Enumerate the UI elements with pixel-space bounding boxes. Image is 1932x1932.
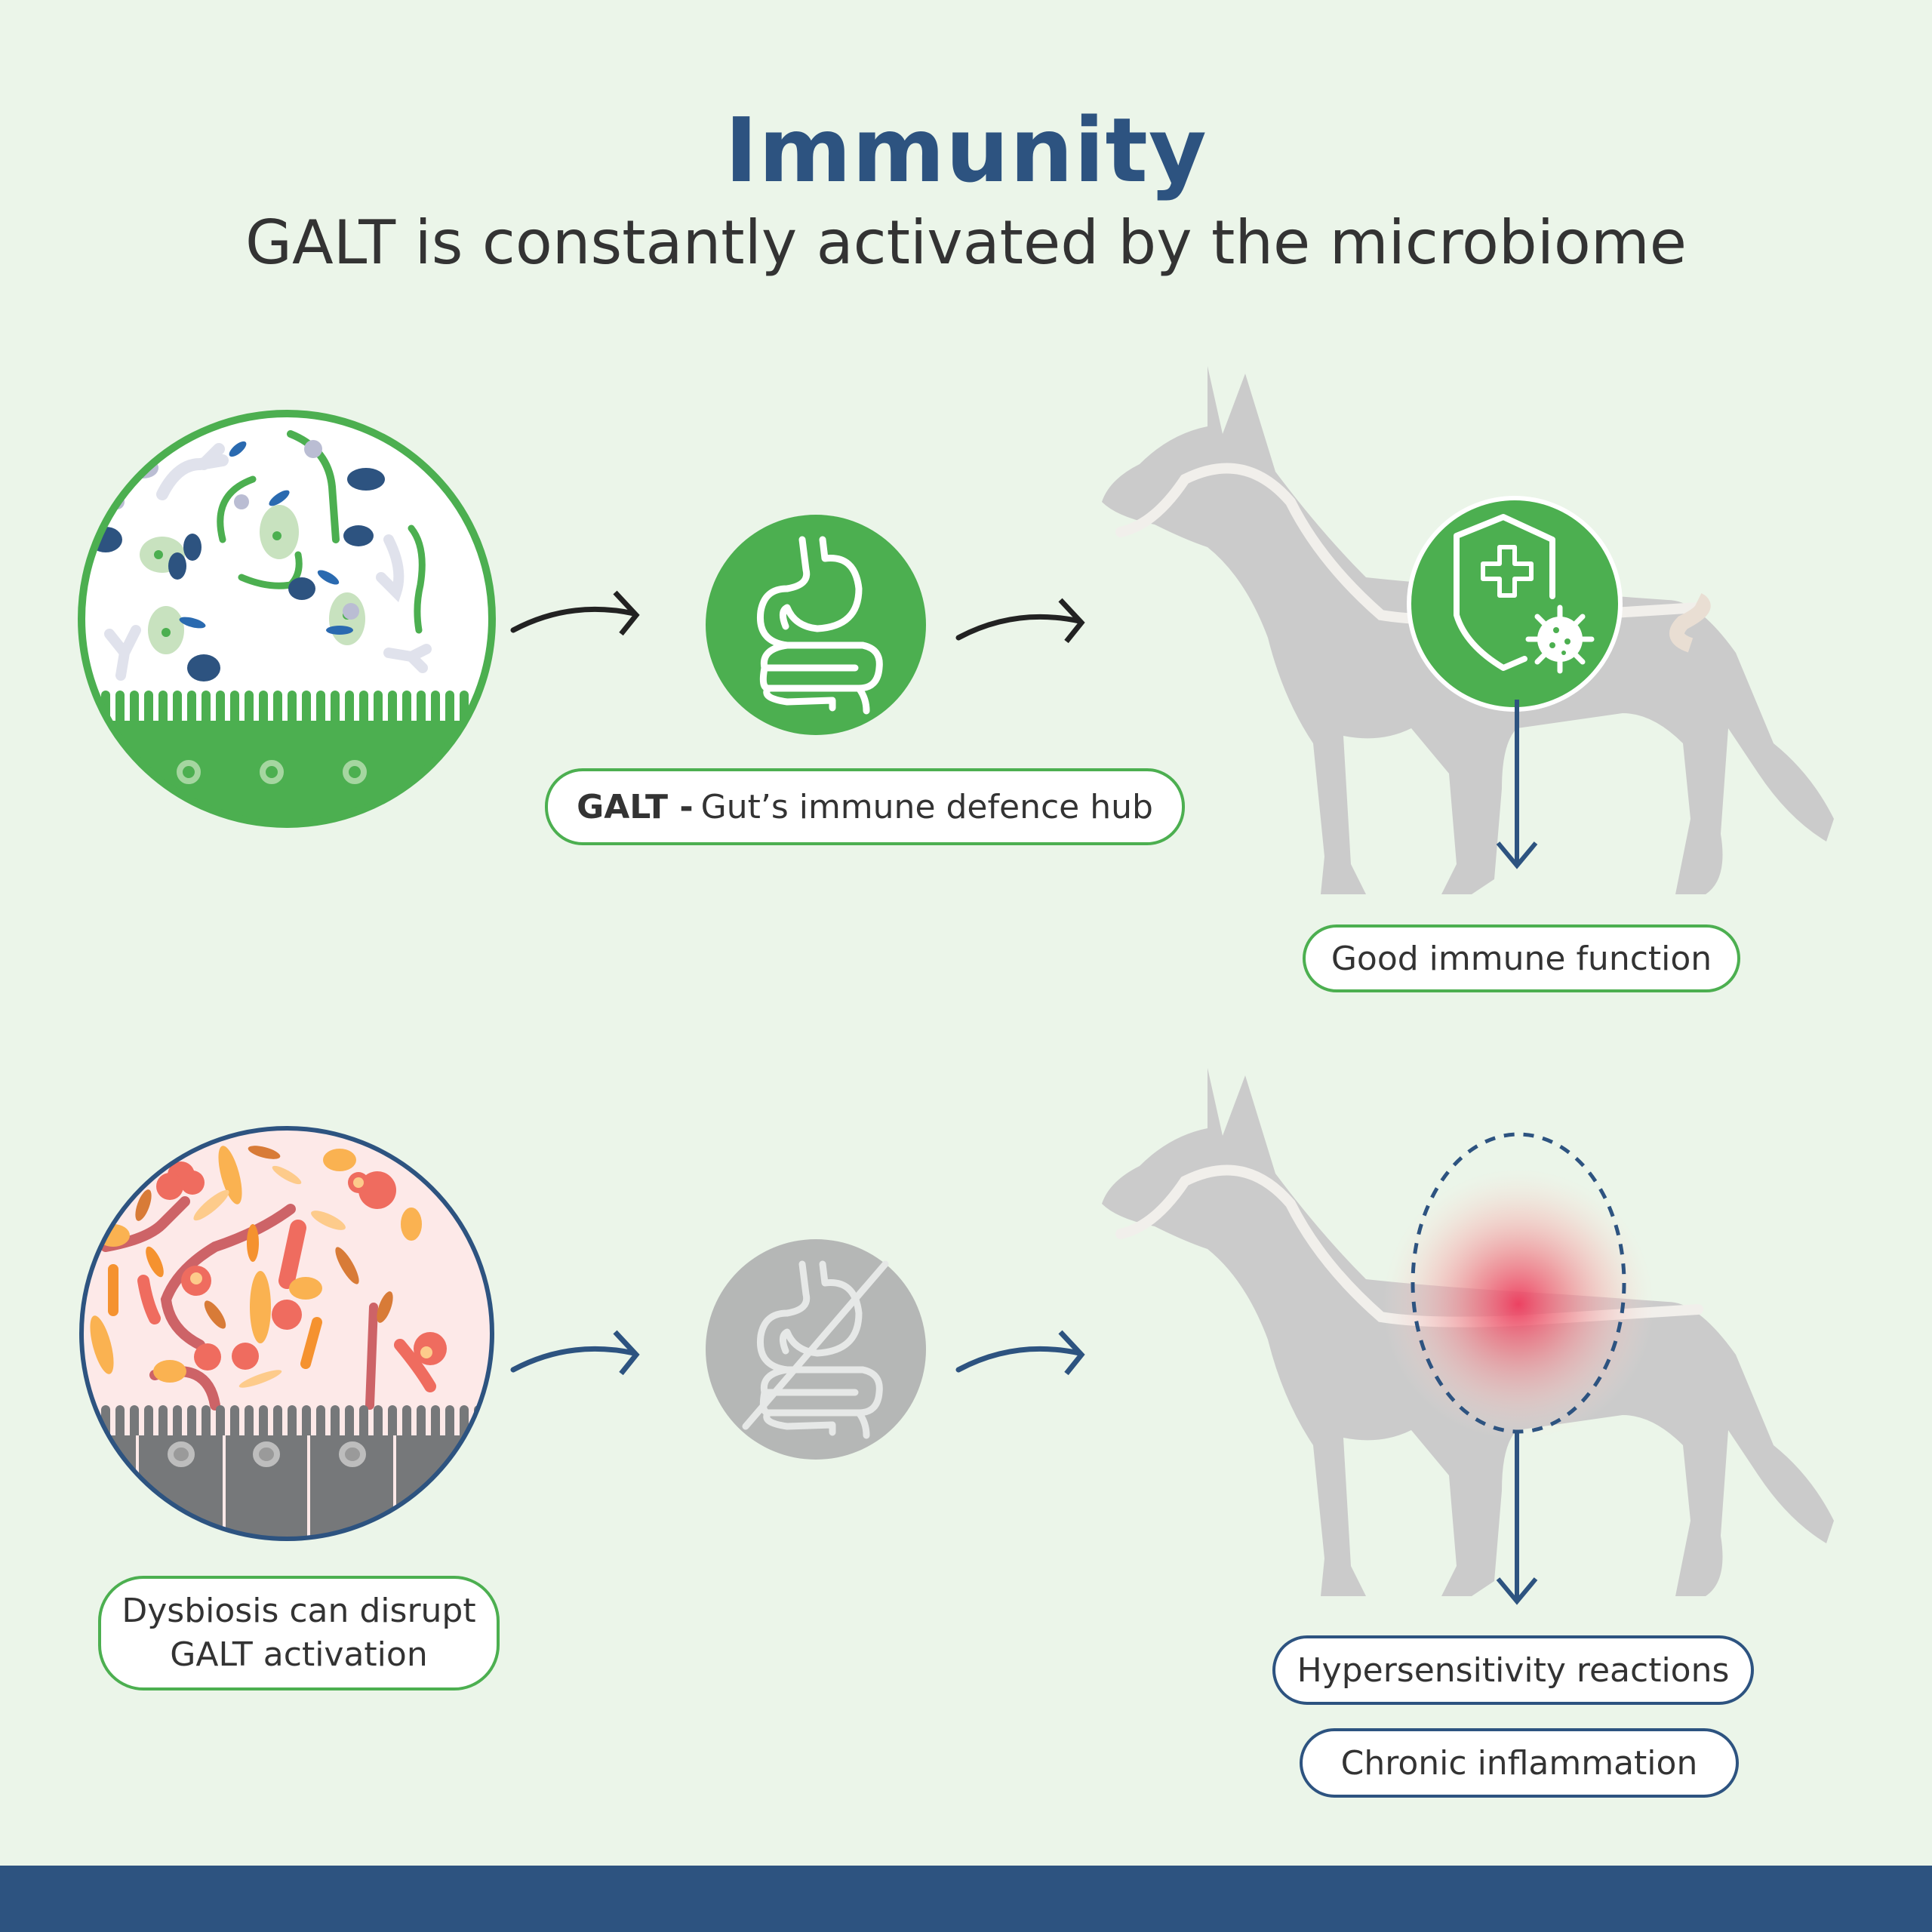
villus <box>345 1405 354 1443</box>
villus <box>158 691 168 728</box>
stomach-intestine-crossed-icon <box>706 1239 926 1460</box>
healthy-microbiome-circle-icon <box>78 410 496 828</box>
shield-cross-virus-icon <box>1407 496 1623 712</box>
outcome-text: Hypersensitivity reactions <box>1297 1651 1730 1690</box>
villus <box>316 1405 325 1443</box>
villus <box>245 691 254 728</box>
villus <box>445 691 454 728</box>
villus <box>402 691 411 728</box>
villus <box>388 1405 397 1443</box>
villus <box>230 1405 239 1443</box>
arrow-down-icon <box>1496 1432 1538 1605</box>
villus <box>402 1405 411 1443</box>
villus <box>331 691 340 728</box>
footer-bar <box>0 1866 1932 1932</box>
villus <box>288 691 297 728</box>
arrow-right-icon <box>955 1330 1085 1376</box>
outcome-text: Good immune function <box>1331 939 1712 978</box>
arrow-right-icon <box>510 1330 640 1376</box>
villus <box>302 1405 311 1443</box>
villus <box>216 1405 225 1443</box>
villus <box>488 1405 492 1443</box>
villus <box>345 691 354 728</box>
villus <box>316 691 325 728</box>
villus <box>115 691 125 728</box>
outcome-good-immune-function: Good immune function <box>1303 924 1740 992</box>
villus <box>187 691 196 728</box>
villus <box>273 691 282 728</box>
villus <box>115 1405 125 1443</box>
page-subtitle: GALT is constantly activated by the micr… <box>245 208 1687 278</box>
villus <box>374 1405 383 1443</box>
outcome-hypersensitivity: Hypersensitivity reactions <box>1272 1635 1754 1705</box>
villus <box>173 1405 182 1443</box>
villus <box>417 1405 426 1443</box>
villus <box>374 691 383 728</box>
villus <box>331 1405 340 1443</box>
galt-label-bold: GALT - <box>577 787 694 826</box>
page-title: Immunity <box>724 98 1208 202</box>
arrow-down-icon <box>1496 700 1538 869</box>
dysbiosis-microbiome-circle-icon <box>79 1126 494 1541</box>
villus <box>259 1405 268 1443</box>
dysbiosis-caption-line1: Dysbiosis can disrupt <box>122 1592 476 1630</box>
villus <box>245 1405 254 1443</box>
villus <box>130 691 139 728</box>
outcome-text: Chronic inflammation <box>1340 1743 1698 1783</box>
villus <box>144 1405 153 1443</box>
villus <box>388 691 397 728</box>
villus <box>445 1405 454 1443</box>
villus <box>431 1405 440 1443</box>
villus <box>359 691 368 728</box>
villus <box>144 691 153 728</box>
galt-label-text: Gut’s immune defence hub <box>700 787 1153 826</box>
arrow-right-icon <box>510 590 640 636</box>
villus <box>359 1405 368 1443</box>
galt-label: GALT - Gut’s immune defence hub <box>545 768 1185 845</box>
dysbiosis-caption: Dysbiosis can disrupt GALT activation <box>98 1576 500 1690</box>
villus <box>288 1405 297 1443</box>
villus <box>417 691 426 728</box>
villus <box>302 691 311 728</box>
villus <box>216 691 225 728</box>
villus <box>202 1405 211 1443</box>
villus <box>158 1405 168 1443</box>
villus <box>130 1405 139 1443</box>
outcome-chronic-inflammation: Chronic inflammation <box>1300 1728 1739 1798</box>
inflammation-glow-icon <box>1383 1132 1654 1440</box>
villus <box>230 691 239 728</box>
villus <box>431 691 440 728</box>
arrow-right-icon <box>955 598 1085 644</box>
stomach-intestine-icon <box>706 515 926 735</box>
villus <box>202 691 211 728</box>
villus <box>259 691 268 728</box>
villus <box>187 1405 196 1443</box>
villus <box>173 691 182 728</box>
villus <box>273 1405 282 1443</box>
dysbiosis-caption-line2: GALT activation <box>170 1635 428 1674</box>
villus <box>488 691 492 728</box>
